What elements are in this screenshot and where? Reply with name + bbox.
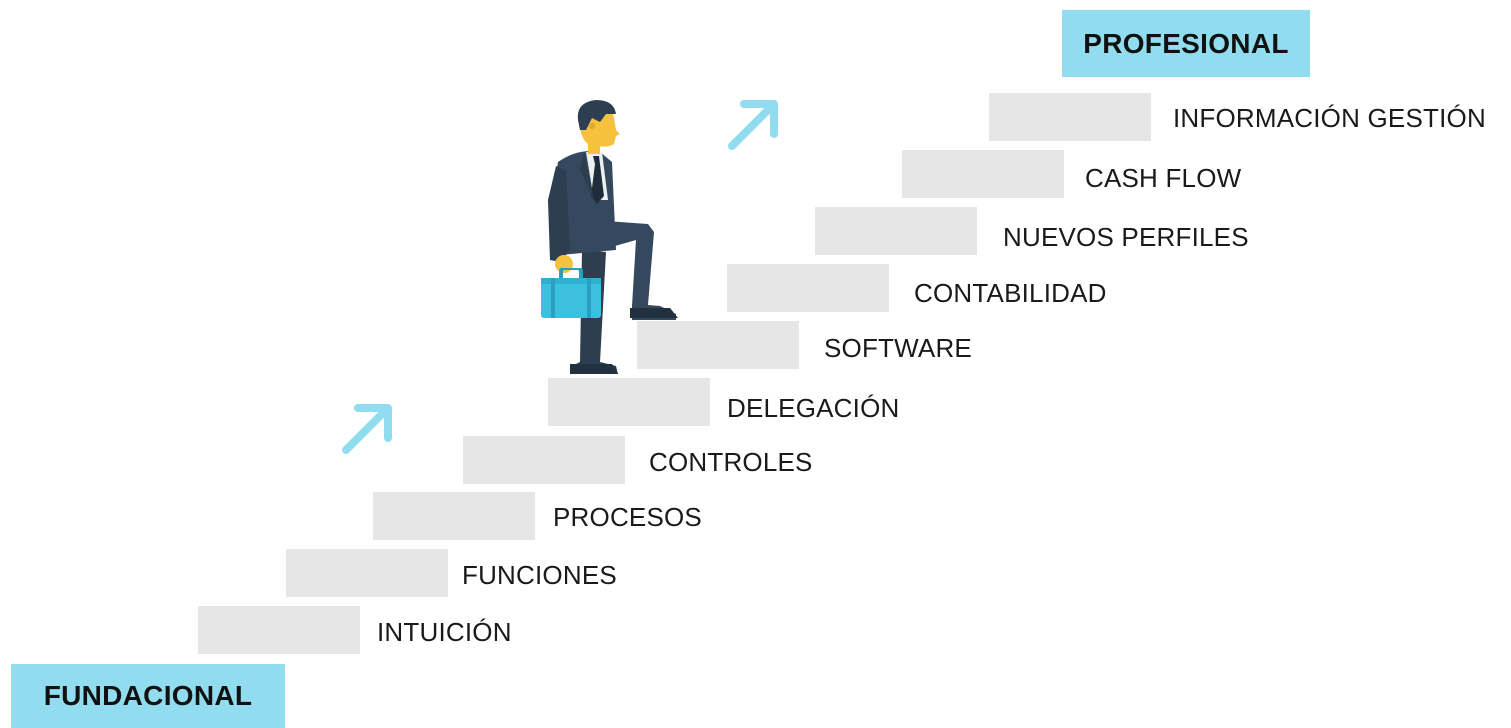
step-block — [373, 492, 535, 540]
arrow-up-right-icon — [728, 100, 778, 150]
level-profesional-badge: PROFESIONAL — [1062, 10, 1310, 77]
step-block — [637, 321, 799, 369]
step-label: DELEGACIÓN — [727, 393, 900, 423]
businessman-climbing-icon — [548, 100, 678, 374]
arrow-up-right-icon — [342, 404, 392, 454]
step-label: CASH FLOW — [1085, 163, 1242, 193]
step-label: CONTABILIDAD — [914, 278, 1107, 308]
step-label: FUNCIONES — [462, 560, 617, 590]
step-block — [198, 606, 360, 654]
step-label: NUEVOS PERFILES — [1003, 222, 1249, 252]
step-block — [727, 264, 889, 312]
step-label: SOFTWARE — [824, 333, 972, 363]
step-label: INFORMACIÓN GESTIÓN — [1173, 103, 1486, 133]
step-block — [989, 93, 1151, 141]
step-block — [902, 150, 1064, 198]
briefcase-icon — [541, 268, 601, 318]
step-label: PROCESOS — [553, 502, 702, 532]
step-label: INTUICIÓN — [377, 617, 512, 647]
level-fundacional-badge: FUNDACIONAL — [11, 664, 285, 728]
step-block — [463, 436, 625, 484]
step-block — [815, 207, 977, 255]
step-block — [286, 549, 448, 597]
step-block — [548, 378, 710, 426]
step-label: CONTROLES — [649, 447, 813, 477]
